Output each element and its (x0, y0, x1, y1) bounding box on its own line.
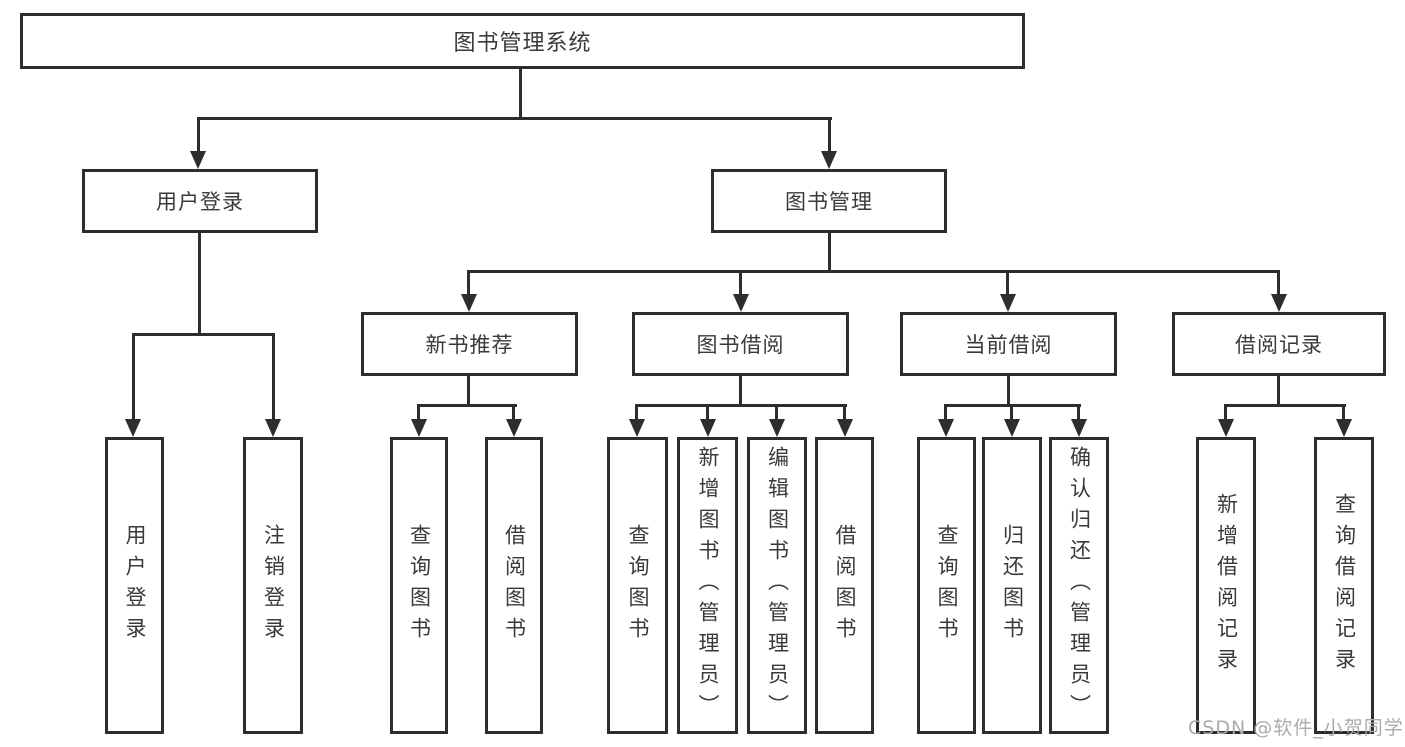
connector-borrow-record-branch (1224, 404, 1346, 407)
connector-stem-bb-add (706, 404, 709, 422)
arrow-head-leaf-logout (265, 419, 281, 437)
leaf-bb-edit-books-admin: 编辑图书（管理员） (747, 437, 807, 734)
connector-stem-current-borrow (1006, 270, 1009, 297)
arrow-head-new-book (461, 294, 477, 312)
connector-stem-book-borrow (739, 270, 742, 297)
leaf-cb-query-books: 查询图书 (917, 437, 976, 734)
connector-new-book-stub (467, 374, 470, 407)
arrow-head-borrow-record (1271, 294, 1287, 312)
arrow-head-bb-edit (769, 419, 785, 437)
arrow-head-br-add (1218, 419, 1234, 437)
connector-user-login-stub (198, 231, 201, 336)
connector-stem-borrow-record (1277, 270, 1280, 297)
connector-new-book-branch (417, 404, 517, 407)
leaf-br-query-record: 查询借阅记录 (1314, 437, 1374, 734)
connector-root-branch (197, 117, 832, 120)
connector-book-mgmt-stub (828, 230, 831, 273)
connector-stem-bb-query (635, 404, 638, 422)
connector-stem-br-query (1342, 404, 1345, 422)
arrow-head-bb-query (629, 419, 645, 437)
connector-stem-cb-confirm (1077, 404, 1080, 422)
node-book-management: 图书管理 (711, 169, 947, 233)
connector-user-login-branch (132, 333, 275, 336)
connector-stem-leaf-login (132, 333, 135, 421)
connector-stem-bb-borrow (843, 404, 846, 422)
leaf-cb-return-books: 归还图书 (982, 437, 1042, 734)
connector-stem-bb-edit (775, 404, 778, 422)
arrow-head-current-borrow (1000, 294, 1016, 312)
leaf-nb-query-books: 查询图书 (390, 437, 448, 734)
arrow-head-br-query (1336, 419, 1352, 437)
arrow-head-cb-confirm (1071, 419, 1087, 437)
connector-stem-nb-borrow (512, 404, 515, 422)
node-library-management-system: 图书管理系统 (20, 13, 1025, 69)
node-book-borrowing: 图书借阅 (632, 312, 849, 376)
connector-book-borrow-stub (739, 374, 742, 407)
arrow-head-user-login (190, 151, 206, 169)
node-new-book-recommend: 新书推荐 (361, 312, 578, 376)
leaf-bb-borrow-books: 借阅图书 (815, 437, 874, 734)
leaf-bb-add-books-admin: 新增图书（管理员） (677, 437, 738, 734)
leaf-nb-borrow-books: 借阅图书 (485, 437, 543, 734)
leaf-br-add-record: 新增借阅记录 (1196, 437, 1256, 734)
connector-stem-cb-query (944, 404, 947, 422)
connector-stem-new-book (467, 270, 470, 297)
node-user-login: 用户登录 (82, 169, 318, 233)
node-borrowing-records: 借阅记录 (1172, 312, 1386, 376)
arrow-head-leaf-login (125, 419, 141, 437)
arrow-head-cb-return (1004, 419, 1020, 437)
arrow-head-nb-borrow (506, 419, 522, 437)
arrow-head-nb-query (411, 419, 427, 437)
arrow-head-bb-borrow (837, 419, 853, 437)
connector-stem-nb-query (417, 404, 420, 422)
connector-current-borrow-stub (1007, 374, 1010, 407)
csdn-watermark: CSDN @软件_小贺同学 (1188, 717, 1404, 739)
connector-root-stub (519, 66, 522, 119)
leaf-bb-query-books: 查询图书 (607, 437, 668, 734)
node-current-borrowing: 当前借阅 (900, 312, 1117, 376)
connector-book-borrow-branch (635, 404, 847, 407)
connector-stem-cb-return (1010, 404, 1013, 422)
connector-stem-book-mgmt (828, 117, 831, 153)
leaf-user-login: 用户登录 (105, 437, 164, 734)
arrow-head-cb-query (938, 419, 954, 437)
arrow-head-book-mgmt (821, 151, 837, 169)
connector-stem-leaf-logout (272, 333, 275, 421)
leaf-cb-confirm-return-admin: 确认归还（管理员） (1049, 437, 1109, 734)
connector-borrow-record-stub (1277, 374, 1280, 407)
arrow-head-bb-add (700, 419, 716, 437)
connector-book-mgmt-branch (467, 270, 1280, 273)
arrow-head-book-borrow (733, 294, 749, 312)
connector-stem-br-add (1224, 404, 1227, 422)
leaf-logout: 注销登录 (243, 437, 303, 734)
connector-stem-user-login (197, 117, 200, 153)
